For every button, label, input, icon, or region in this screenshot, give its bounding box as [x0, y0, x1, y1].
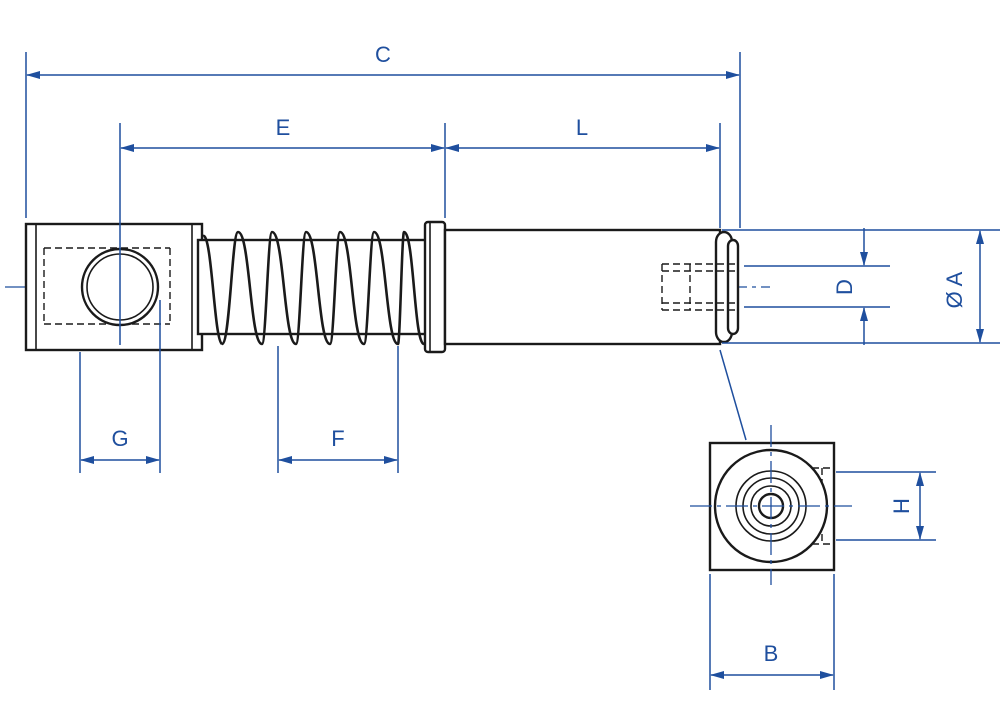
dim-d-label: D: [832, 279, 857, 295]
dim-h-label: H: [889, 498, 914, 514]
compression-spring: [201, 230, 426, 346]
plunger-body: [443, 228, 722, 346]
dim-a-label: Ø A: [942, 271, 967, 308]
dim-c-label: C: [375, 42, 391, 67]
dim-g-label: G: [111, 426, 128, 451]
dim-e-label: E: [276, 115, 291, 140]
detail-leader: [719, 349, 747, 441]
eye-head: [24, 222, 204, 352]
dim-f-label: F: [331, 426, 344, 451]
dim-l-label: L: [576, 115, 588, 140]
collar: [423, 220, 447, 354]
end-view: [690, 425, 852, 585]
dim-b-label: B: [764, 641, 779, 666]
dimensions: C E L D Ø A G F H: [25, 42, 1000, 690]
